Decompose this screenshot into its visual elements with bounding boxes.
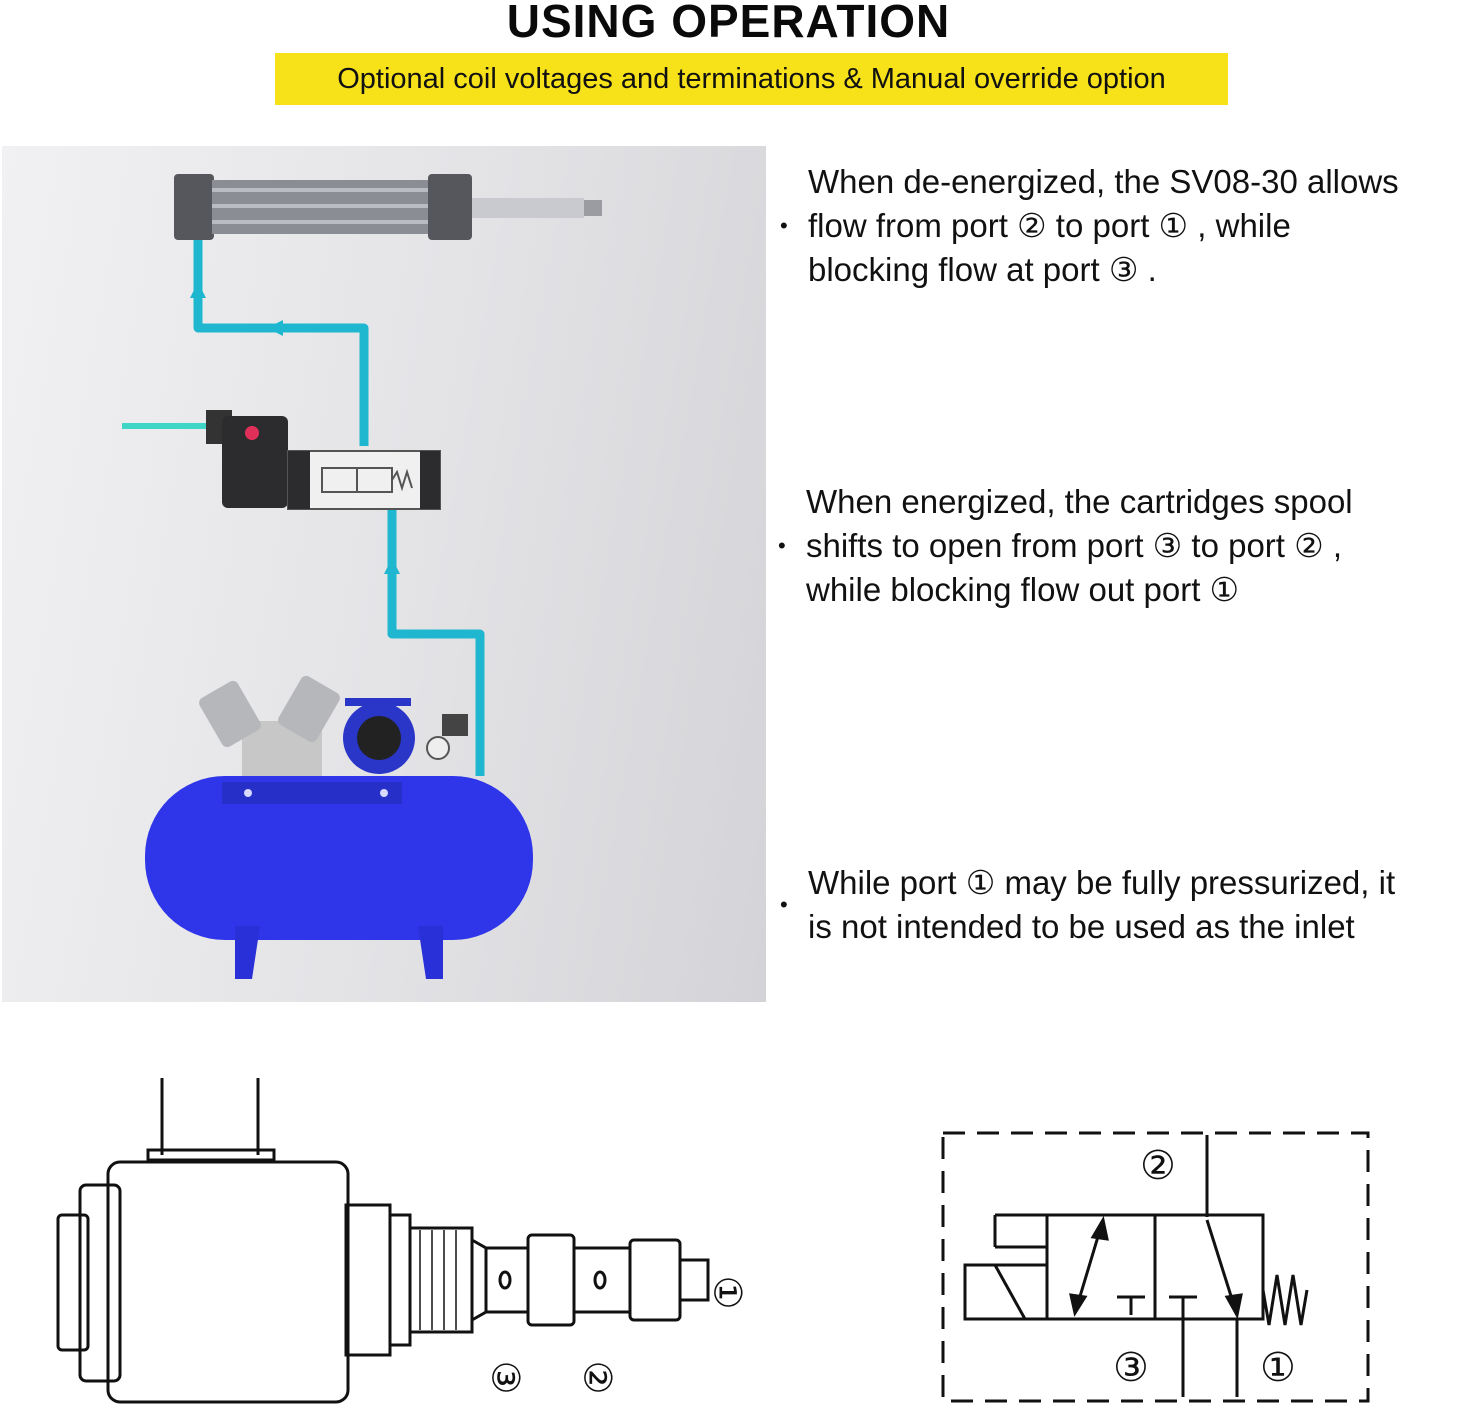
bullet-dot: •	[780, 213, 788, 238]
cartridge-port-2-label: ②	[575, 1360, 618, 1395]
flow-arrow-icon	[190, 282, 206, 298]
bullet-line: blocking flow at port ③ .	[808, 251, 1157, 288]
bullet-de-energized: • When de-energized, the SV08-30 allows …	[780, 160, 1457, 292]
pneumatic-cylinder	[174, 174, 602, 240]
cartridge-port-1-label: ①	[705, 1275, 748, 1310]
feature-banner: Optional coil voltages and terminations …	[275, 53, 1228, 105]
bullet-energized: • When energized, the cartridges spool s…	[778, 480, 1456, 612]
solenoid-valve	[206, 410, 441, 510]
symbol-port-2-label: ②	[1140, 1144, 1176, 1188]
cartridge-valve-drawing: ① ③ ②	[40, 1070, 780, 1420]
air-compressor	[145, 675, 533, 979]
pneumatic-circuit-graphic	[122, 174, 602, 979]
bullet-line: flow from port ② to port ① , while	[808, 207, 1291, 244]
bullet-line: When de-energized, the SV08-30 allows	[808, 163, 1399, 200]
bullet-line: while blocking flow out port ①	[806, 571, 1240, 608]
cartridge-outline	[56, 1078, 710, 1404]
bullet-dot: •	[780, 892, 788, 917]
cartridge-port-3-label: ③	[483, 1360, 526, 1395]
symbol-port-1-label: ①	[1260, 1346, 1296, 1390]
operation-illustration	[2, 146, 766, 1002]
bullet-line: While port ① may be fully pressurized, i…	[808, 864, 1396, 901]
page-title: USING OPERATION	[506, 0, 951, 47]
bullet-port-1-note: • While port ① may be fully pressurized,…	[780, 861, 1457, 949]
symbol-port-3-label: ③	[1113, 1346, 1149, 1390]
bullet-line: shifts to open from port ③ to port ② ,	[806, 527, 1343, 564]
flow-arrow-icon	[267, 320, 283, 336]
feature-banner-text: Optional coil voltages and terminations …	[337, 62, 1166, 95]
hydraulic-symbol: ② ③ ①	[935, 1125, 1375, 1415]
bullet-line: is not intended to be used as the inlet	[808, 908, 1355, 945]
flow-arrow-icon	[384, 558, 400, 574]
bullet-line: When energized, the cartridges spool	[806, 483, 1353, 520]
valve-symbol-outline	[941, 1131, 1370, 1403]
bullet-dot: •	[778, 533, 786, 558]
